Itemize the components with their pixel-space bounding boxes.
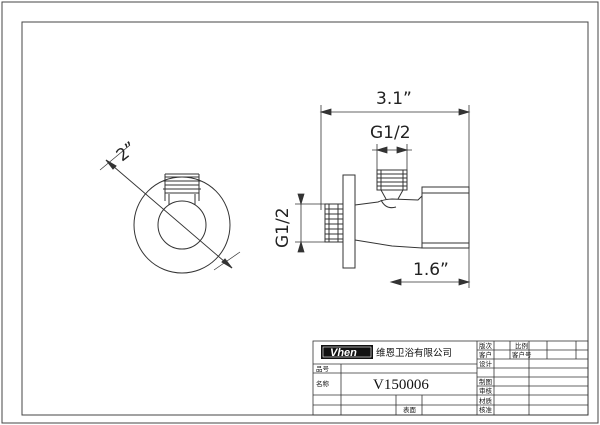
label-review: 审核 [479,386,493,395]
inlet-thread-label: G1/2 [273,207,293,248]
svg-text:Vhen: Vhen [330,347,357,359]
label-material: 材质 [479,396,493,405]
front-outlet-thread [163,173,201,205]
diameter-ext-upper [99,144,131,171]
wall-flange [342,174,356,269]
label-drafting: 制图 [479,377,492,386]
side-view [324,169,470,269]
valve-body [354,194,423,249]
title-block [312,340,589,416]
label-customer: 客户 [479,350,492,359]
valve-body-curve [380,199,397,209]
square-handle [421,186,470,249]
front-view [99,144,241,274]
diameter-dim-line [105,159,233,269]
diameter-arrow-start [105,159,117,170]
dim-outlet-thread [372,144,412,170]
dim-overall-length [319,105,471,210]
outlet-thread [376,169,408,200]
label-item-no: 品号 [316,365,330,373]
label-design: 设计 [479,359,493,368]
dim-inlet-thread [295,193,325,253]
diameter-arrow-end [221,258,233,269]
label-name: 名称 [316,379,330,388]
overall-length-label: 3.1” [376,89,412,109]
company-logo: Vhen [321,345,373,359]
company-name: 维恩卫浴有限公司 [376,347,452,359]
label-ratio: 比例 [515,341,528,350]
inlet-thread [324,203,344,243]
label-approve: 核准 [479,405,493,414]
label-version: 版次 [479,341,493,350]
flange-inner-circle [157,200,207,250]
part-number: V150006 [373,377,429,393]
body-length-label: 1.6” [413,260,449,280]
flange-diameter-label: 2” [113,138,141,166]
label-surface: 表面 [403,405,417,414]
dim-body-length [389,248,471,288]
label-customer-no: 客户号 [512,350,532,359]
outlet-thread-label: G1/2 [370,123,411,143]
drawing-frame [21,21,589,416]
